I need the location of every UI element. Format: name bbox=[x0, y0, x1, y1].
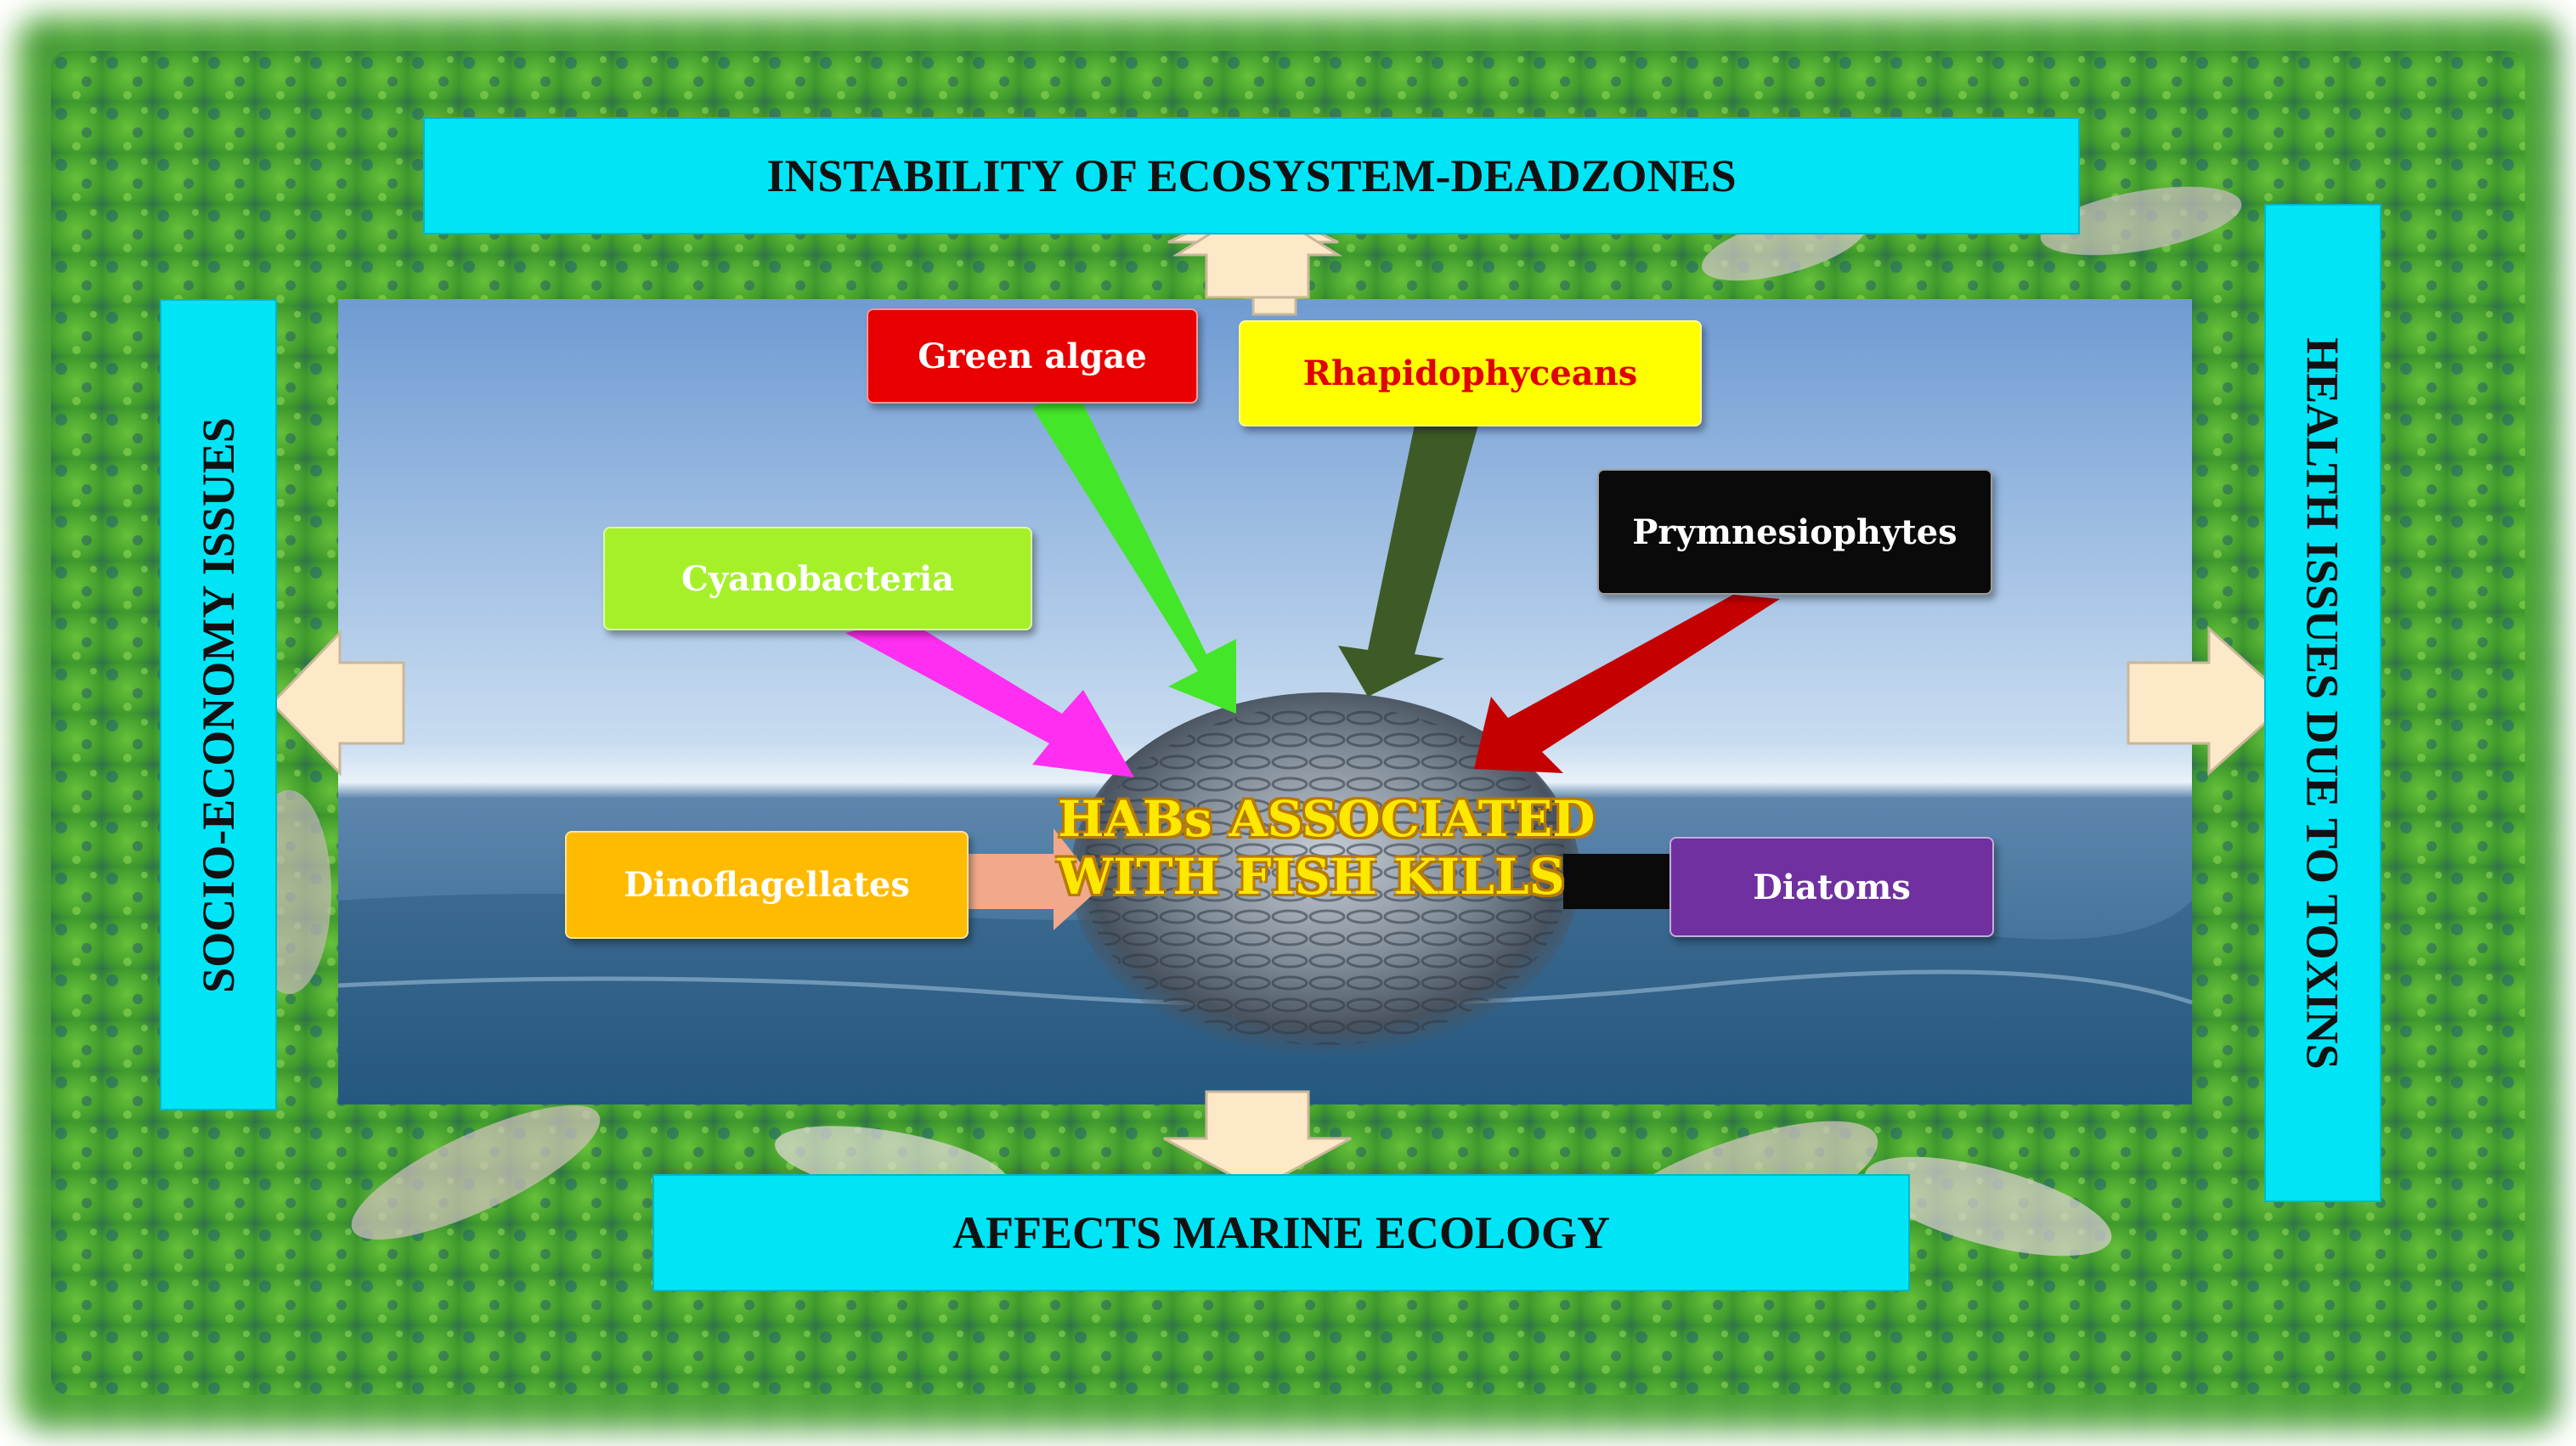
prymnesiophytes-box: Prymnesiophytes bbox=[1597, 469, 1992, 595]
center-title-line2: WITH FISH KILLS bbox=[1058, 848, 1635, 906]
green-algae-label: Green algae bbox=[918, 336, 1147, 376]
effect-left-label: SOCIO-ECONOMY ISSUES bbox=[192, 417, 245, 993]
effect-top-box: INSTABILITY OF ECOSYSTEM-DEADZONES bbox=[423, 117, 2080, 234]
effect-top-label: INSTABILITY OF ECOSYSTEM-DEADZONES bbox=[766, 150, 1736, 202]
effect-right-box: HEALTH ISSUES DUE TO TOXINS bbox=[2264, 204, 2381, 1202]
center-title-line1: HABs ASSOCIATED bbox=[1058, 790, 1635, 848]
diatoms-box: Diatoms bbox=[1669, 837, 1994, 937]
effect-bottom-box: AFFECTS MARINE ECOLOGY bbox=[652, 1174, 1910, 1291]
center-title: HABs ASSOCIATED WITH FISH KILLS bbox=[1058, 790, 1635, 906]
green-algae-box: Green algae bbox=[867, 308, 1198, 404]
effect-bottom-label: AFFECTS MARINE ECOLOGY bbox=[952, 1206, 1610, 1259]
dinoflagellates-label: Dinoflagellates bbox=[624, 865, 910, 905]
cyanobacteria-label: Cyanobacteria bbox=[681, 559, 954, 599]
rhapidophyceans-label: Rhapidophyceans bbox=[1303, 353, 1638, 393]
rhapidophyceans-box: Rhapidophyceans bbox=[1239, 320, 1702, 426]
diatoms-label: Diatoms bbox=[1753, 867, 1911, 907]
effect-left-box: SOCIO-ECONOMY ISSUES bbox=[160, 299, 277, 1110]
prymnesiophytes-label: Prymnesiophytes bbox=[1632, 512, 1957, 552]
effect-right-label: HEALTH ISSUES DUE TO TOXINS bbox=[2296, 337, 2349, 1069]
cyanobacteria-box: Cyanobacteria bbox=[603, 527, 1032, 630]
dinoflagellates-box: Dinoflagellates bbox=[565, 831, 969, 939]
